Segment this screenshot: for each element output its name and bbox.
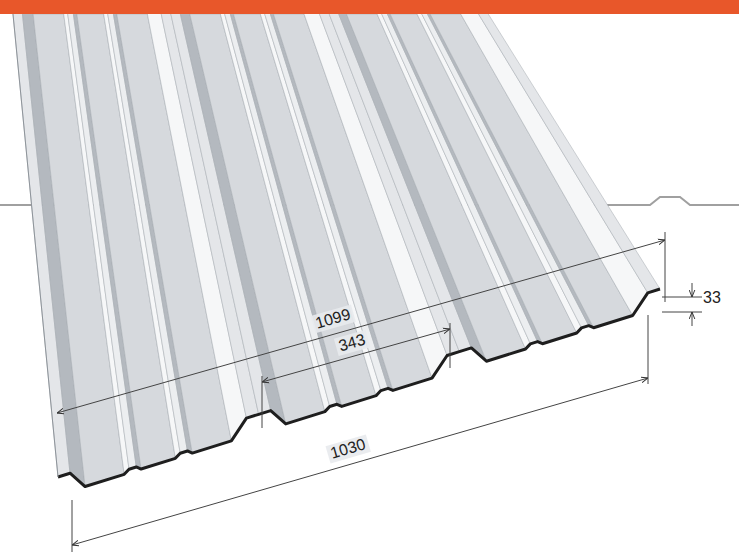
- dimension-label: 33: [700, 289, 724, 307]
- sheet: [12, 4, 660, 487]
- sheet-facet: [430, 14, 633, 328]
- sheet-facet: [461, 4, 648, 316]
- top-bar: [0, 0, 739, 14]
- sheet-cut-edge: [58, 289, 660, 487]
- sheet-edge: [12, 4, 58, 477]
- dimension-lines: [57, 232, 702, 552]
- dimension-label: 1030: [326, 435, 371, 464]
